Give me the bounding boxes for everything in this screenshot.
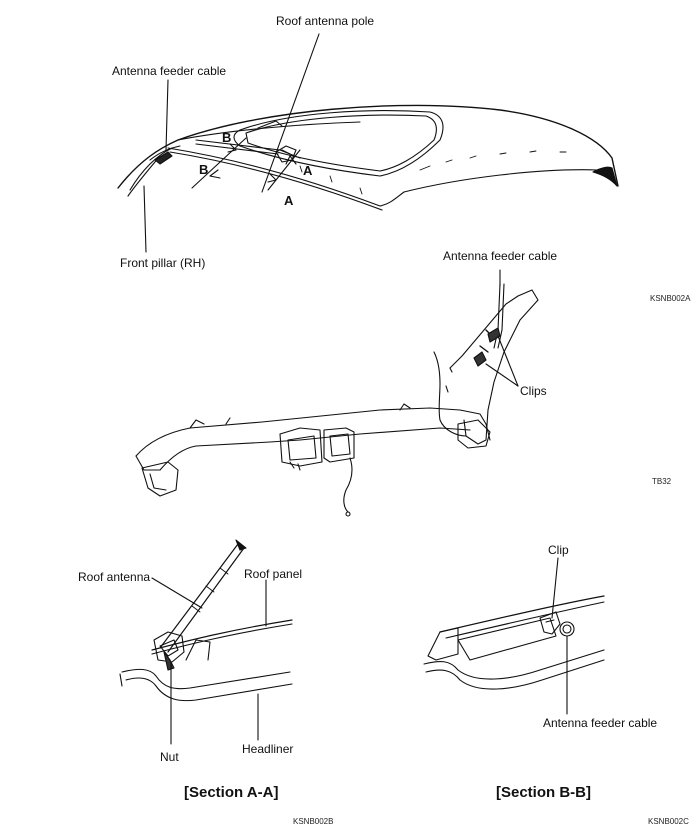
section-b-b-title: [Section B-B]	[496, 784, 591, 801]
clips-label: Clips	[520, 384, 547, 398]
figure-code-ksnb002b: KSNB002B	[293, 817, 334, 826]
nut-label: Nut	[160, 750, 179, 764]
figure-code-ksnb002c: KSNB002C	[648, 817, 689, 826]
section-b-marker-upper: B	[222, 130, 232, 145]
clip-label: Clip	[548, 543, 569, 557]
interior-clips-drawing	[136, 270, 538, 516]
section-b-marker-lower: B	[199, 162, 209, 177]
roof-panel-label: Roof panel	[244, 567, 303, 581]
antenna-feeder-cable-label-2: Antenna feeder cable	[443, 249, 558, 263]
section-a-marker-upper: A	[303, 163, 313, 178]
roof-antenna-pole-label: Roof antenna pole	[276, 14, 375, 28]
section-a-a-drawing	[120, 540, 292, 744]
headliner-label: Headliner	[242, 742, 294, 756]
antenna-feeder-cable-label: Antenna feeder cable	[112, 64, 227, 78]
figure-code-tb32: TB32	[652, 477, 672, 486]
antenna-feeder-cable-label-3: Antenna feeder cable	[543, 716, 658, 730]
roof-antenna-label: Roof antenna	[78, 570, 151, 584]
front-pillar-label: Front pillar (RH)	[120, 256, 206, 270]
figure-code-ksnb002a: KSNB002A	[650, 294, 691, 303]
section-a-a-title: [Section A-A]	[184, 784, 279, 801]
roof-overview-drawing	[118, 34, 618, 252]
section-a-marker-lower: A	[284, 193, 294, 208]
section-b-b-drawing	[424, 558, 604, 714]
